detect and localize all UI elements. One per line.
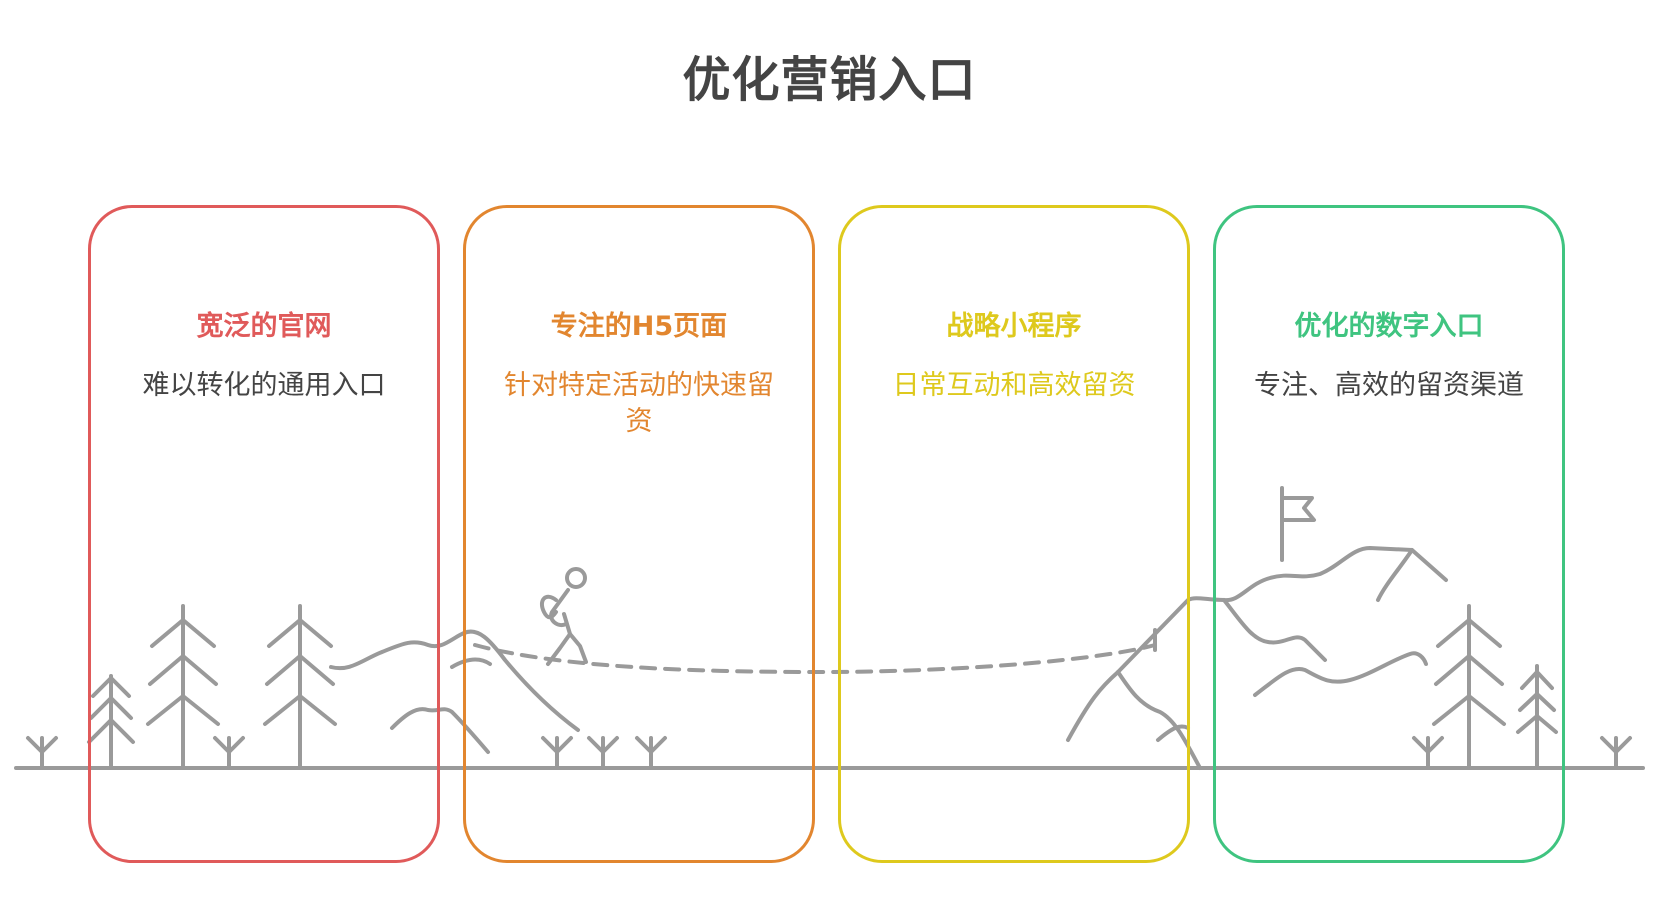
grass-sprout-icon	[541, 736, 573, 770]
card-title: 专注的H5页面	[550, 311, 728, 342]
card-description: 日常互动和高效留资	[892, 370, 1136, 401]
card-title: 宽泛的官网	[196, 311, 332, 342]
card-title: 战略小程序	[946, 311, 1082, 342]
grass-sprout-icon	[213, 736, 245, 770]
card-title: 优化的数字入口	[1294, 311, 1484, 342]
card-focused-h5: 专注的H5页面 针对特定活动的快速留资	[463, 205, 815, 863]
grass-sprout-icon	[26, 736, 58, 770]
grass-sprout-icon	[635, 736, 667, 770]
hiker-icon	[539, 567, 588, 666]
card-description: 难以转化的通用入口	[142, 370, 386, 401]
hill-icon	[329, 629, 580, 754]
grass-sprout-icon	[587, 736, 619, 770]
card-optimized-entry: 优化的数字入口 专注、高效的留资渠道	[1213, 205, 1565, 863]
pine-tree-icon	[1516, 664, 1558, 770]
card-strategic-miniprogram: 战略小程序 日常互动和高效留资	[838, 205, 1190, 863]
dashed-path-icon	[473, 643, 1157, 674]
card-broad-website: 宽泛的官网 难以转化的通用入口	[88, 205, 440, 863]
card-description: 针对特定活动的快速留资	[504, 370, 774, 437]
card-description: 专注、高效的留资渠道	[1254, 370, 1524, 401]
mountain-peak-icon	[1066, 546, 1448, 770]
grass-sprout-icon	[1600, 736, 1632, 770]
pine-tree-icon	[87, 674, 135, 770]
page-title: 优化营销入口	[682, 52, 977, 108]
grass-sprout-icon	[1412, 736, 1444, 770]
pine-tree-icon	[1432, 604, 1506, 770]
summit-flag-icon	[1280, 486, 1316, 562]
pine-tree-icon	[263, 604, 337, 770]
pine-tree-icon	[146, 604, 220, 770]
